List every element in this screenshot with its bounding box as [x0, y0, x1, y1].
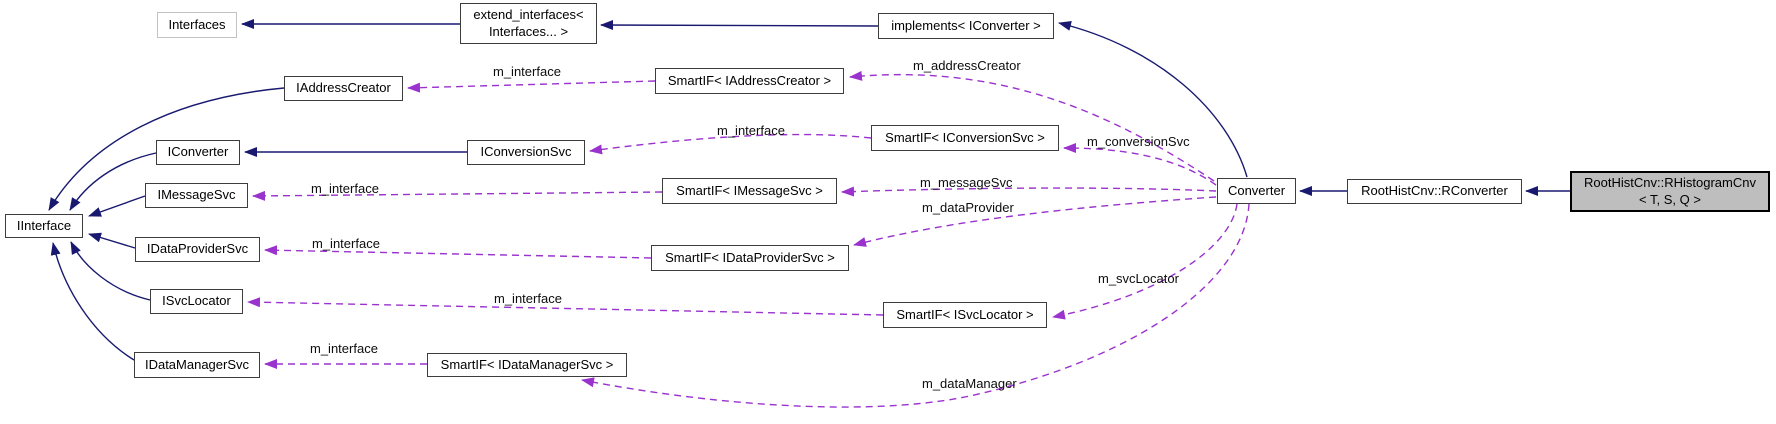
node-label: RootHistCnv::RHistogramCnv < T, S, Q > [1584, 175, 1756, 207]
node-label: Converter [1227, 182, 1286, 198]
node-label: Interfaces [168, 16, 226, 32]
node-idatamanagersvc[interactable]: IDataManagerSvc [134, 352, 260, 378]
node-roothistcnv-rconverter[interactable]: RootHistCnv::RConverter [1347, 179, 1522, 204]
node-imessagesvc[interactable]: IMessageSvc [145, 183, 248, 208]
edge-iaddresscreator-to-iinterface [48, 87, 285, 211]
edge-idatamanagersvc-to-iinterface [50, 242, 135, 361]
node-implements-iconverter[interactable]: implements< IConverter > [878, 13, 1054, 39]
edge-iconverter-to-iinterface [69, 152, 157, 211]
edge-label-m-interface-svclocator: m_interface [494, 291, 562, 306]
edge-converter-to-smartifconv [1063, 143, 1217, 186]
edge-label-m-messagesvc: m_messageSvc [920, 175, 1013, 190]
edge-converter-to-smartifdp [853, 196, 1217, 247]
edge-smartifmsg-to-imessagesvc [252, 190, 663, 201]
edge-converter-to-smartifdm [581, 203, 1250, 408]
edge-label-m-interface-datamanagersvc: m_interface [310, 341, 378, 356]
node-smartif-isvclocator[interactable]: SmartIF< ISvcLocator > [883, 302, 1047, 328]
node-label: SmartIF< ISvcLocator > [896, 306, 1034, 322]
node-label: IDataManagerSvc [144, 356, 250, 372]
node-iaddresscreator[interactable]: IAddressCreator [284, 76, 403, 101]
node-label: IConversionSvc [480, 144, 572, 160]
node-label: RootHistCnv::RConverter [1361, 183, 1508, 199]
node-label: IAddressCreator [296, 80, 391, 96]
node-smartif-iaddresscreator[interactable]: SmartIF< IAddressCreator > [655, 68, 844, 94]
node-label: IInterface [16, 217, 72, 233]
node-iconverter[interactable]: IConverter [156, 140, 240, 165]
node-idataprovidersvc[interactable]: IDataProviderSvc [135, 237, 260, 262]
node-label: SmartIF< IMessageSvc > [676, 182, 823, 198]
node-iinterface[interactable]: IInterface [5, 214, 83, 238]
edge-smartifdp-to-idataprovidersvc [264, 245, 652, 259]
node-label: SmartIF< IDataProviderSvc > [665, 249, 835, 265]
edge-idataprovidersvc-to-iinterface [88, 232, 136, 249]
edge-isvclocator-to-iinterface [70, 241, 151, 301]
node-label: SmartIF< IConversionSvc > [885, 129, 1045, 145]
node-label: IConverter [167, 144, 229, 160]
node-smartif-iconversionsvc[interactable]: SmartIF< IConversionSvc > [871, 125, 1059, 151]
edge-label-m-dataprovider: m_dataProvider [922, 200, 1014, 215]
edge-implements-to-extendinterfaces [600, 20, 879, 31]
node-label: implements< IConverter > [891, 17, 1041, 33]
node-interfaces: Interfaces [157, 12, 237, 38]
edge-converter-to-smartifmsg [841, 186, 1217, 197]
edge-label-m-interface-conversionsvc: m_interface [717, 123, 785, 138]
edge-converter-to-smartifaddr [849, 70, 1215, 182]
node-label: SmartIF< IAddressCreator > [667, 72, 832, 88]
node-extend-interfaces[interactable]: extend_interfaces< Interfaces... > [460, 3, 597, 44]
node-label: ISvcLocator [162, 293, 231, 309]
node-iconversionsvc[interactable]: IConversionSvc [467, 140, 585, 165]
edge-converter-to-smartifsvc [1052, 203, 1238, 320]
edge-label-m-interface-messagesvc: m_interface [311, 181, 379, 196]
edge-smartifsvc-to-isvclocator [247, 297, 884, 316]
edge-label-m-svclocator: m_svcLocator [1098, 271, 1179, 286]
edge-label-m-conversionsvc: m_conversionSvc [1087, 134, 1190, 149]
node-roothistcnv-rhistogramcnv: RootHistCnv::RHistogramCnv < T, S, Q > [1570, 171, 1770, 212]
node-label: extend_interfaces< Interfaces... > [473, 7, 584, 39]
edge-converter-to-implements [1058, 21, 1248, 178]
edge-smartifconv-to-iconversionsvc [589, 133, 872, 155]
edge-label-m-addresscreator: m_addressCreator [913, 58, 1021, 73]
edge-label-m-interface-addresscreator: m_interface [493, 64, 561, 79]
node-label: IMessageSvc [157, 187, 236, 203]
node-converter[interactable]: Converter [1217, 178, 1296, 204]
node-smartif-idatamanagersvc[interactable]: SmartIF< IDataManagerSvc > [427, 353, 627, 377]
edge-label-m-interface-dataprovidersvc: m_interface [312, 236, 380, 251]
node-label: SmartIF< IDataManagerSvc > [440, 356, 614, 372]
node-isvclocator[interactable]: ISvcLocator [150, 289, 243, 314]
node-smartif-imessagesvc[interactable]: SmartIF< IMessageSvc > [662, 178, 837, 204]
node-label: IDataProviderSvc [146, 241, 249, 257]
edge-label-m-datamanager: m_dataManager [922, 376, 1017, 391]
node-smartif-idataprovidersvc[interactable]: SmartIF< IDataProviderSvc > [651, 245, 849, 271]
edge-smartifaddr-to-iaddresscreator [407, 80, 656, 93]
edge-imessagesvc-to-iinterface [88, 195, 146, 217]
